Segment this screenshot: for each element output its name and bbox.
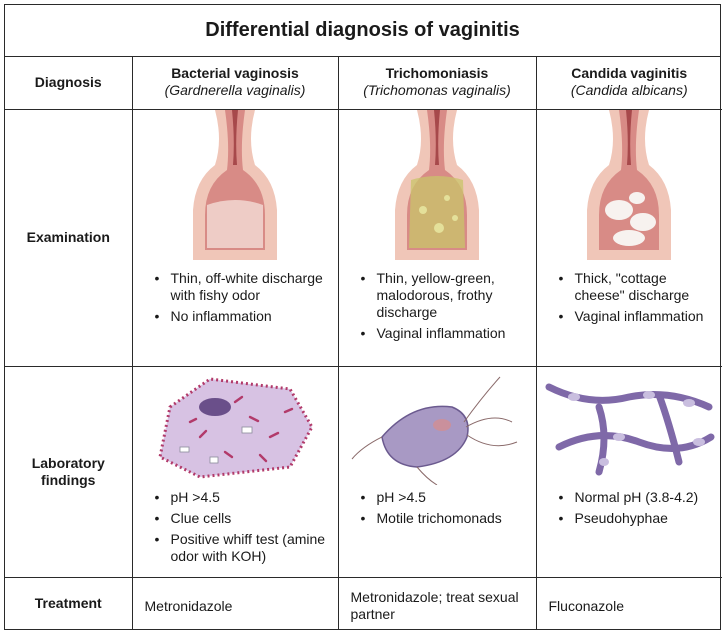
examination-row: Examination Thin, off-white discharge wi…: [5, 108, 722, 367]
lab-findings-list: Normal pH (3.8-4.2) Pseudohyphae: [549, 489, 715, 527]
row-label-laboratory: Laboratory findings: [5, 365, 133, 578]
exam-findings-list: Thin, off-white discharge with fishy odo…: [145, 270, 330, 325]
treatment-candida-vaginitis: Fluconazole: [535, 576, 722, 629]
list-item: Normal pH (3.8-4.2): [559, 489, 715, 506]
list-item: Clue cells: [155, 510, 330, 527]
vaginal-canal-illustration: [193, 109, 277, 260]
list-item: No inflammation: [155, 308, 330, 325]
list-item: Vaginal inflammation: [361, 325, 528, 342]
list-item: pH >4.5: [361, 489, 528, 506]
column-name: Trichomoniasis: [385, 65, 489, 82]
exam-cell-bacterial-vaginosis: Thin, off-white discharge with fishy odo…: [131, 108, 339, 367]
list-item: Thin, yellow-green, malodorous, frothy d…: [361, 270, 528, 321]
pseudohyphae-illustration: [545, 383, 715, 475]
row-label-diagnosis: Diagnosis: [5, 56, 133, 110]
header-bacterial-vaginosis: Bacterial vaginosis (Gardnerella vaginal…: [131, 56, 339, 110]
exam-cell-trichomoniasis: Thin, yellow-green, malodorous, frothy d…: [337, 108, 537, 367]
vaginal-canal-illustration: [395, 109, 479, 260]
diagnosis-chart: Differential diagnosis of vaginitis Diag…: [4, 4, 722, 630]
list-item: Thin, off-white discharge with fishy odo…: [155, 270, 330, 304]
treatment-row: Treatment Metronidazole Metronidazole; t…: [5, 576, 722, 629]
header-trichomoniasis: Trichomoniasis (Trichomonas vaginalis): [337, 56, 537, 110]
lab-cell-candida-vaginitis: Normal pH (3.8-4.2) Pseudohyphae: [535, 365, 722, 578]
treatment-bacterial-vaginosis: Metronidazole: [131, 576, 339, 629]
lab-findings-list: pH >4.5 Motile trichomonads: [351, 489, 528, 527]
exam-findings-list: Thick, "cottage cheese" discharge Vagina…: [549, 270, 715, 325]
diagnosis-table: Diagnosis Bacterial vaginosis (Gardnerel…: [5, 56, 722, 629]
column-name: Candida vaginitis: [571, 65, 688, 82]
header-row: Diagnosis Bacterial vaginosis (Gardnerel…: [5, 56, 722, 110]
lab-cell-trichomoniasis: pH >4.5 Motile trichomonads: [337, 365, 537, 578]
vaginal-canal-illustration: [587, 109, 672, 260]
column-scientific-name: (Candida albicans): [570, 82, 688, 99]
header-candida-vaginitis: Candida vaginitis (Candida albicans): [535, 56, 722, 110]
list-item: Pseudohyphae: [559, 510, 715, 527]
list-item: Thick, "cottage cheese" discharge: [559, 270, 715, 304]
column-name: Bacterial vaginosis: [171, 65, 299, 82]
laboratory-row: Laboratory findings: [5, 365, 722, 578]
list-item: pH >4.5: [155, 489, 330, 506]
list-item: Motile trichomonads: [361, 510, 528, 527]
exam-cell-candida-vaginitis: Thick, "cottage cheese" discharge Vagina…: [535, 108, 722, 367]
chart-title: Differential diagnosis of vaginitis: [5, 5, 720, 57]
row-label-treatment: Treatment: [5, 576, 133, 629]
list-item: Vaginal inflammation: [559, 308, 715, 325]
treatment-trichomoniasis: Metronidazole; treat sexual partner: [337, 576, 537, 629]
lab-findings-list: pH >4.5 Clue cells Positive whiff test (…: [145, 489, 330, 565]
list-item: Positive whiff test (amine odor with KOH…: [155, 531, 330, 565]
row-label-examination: Examination: [5, 108, 133, 367]
column-scientific-name: (Gardnerella vaginalis): [164, 82, 306, 99]
column-scientific-name: (Trichomonas vaginalis): [363, 82, 511, 99]
trichomonad-illustration: [351, 376, 518, 485]
lab-cell-bacterial-vaginosis: pH >4.5 Clue cells Positive whiff test (…: [131, 365, 339, 578]
exam-findings-list: Thin, yellow-green, malodorous, frothy d…: [351, 270, 528, 342]
clue-cell-illustration: [158, 376, 314, 479]
